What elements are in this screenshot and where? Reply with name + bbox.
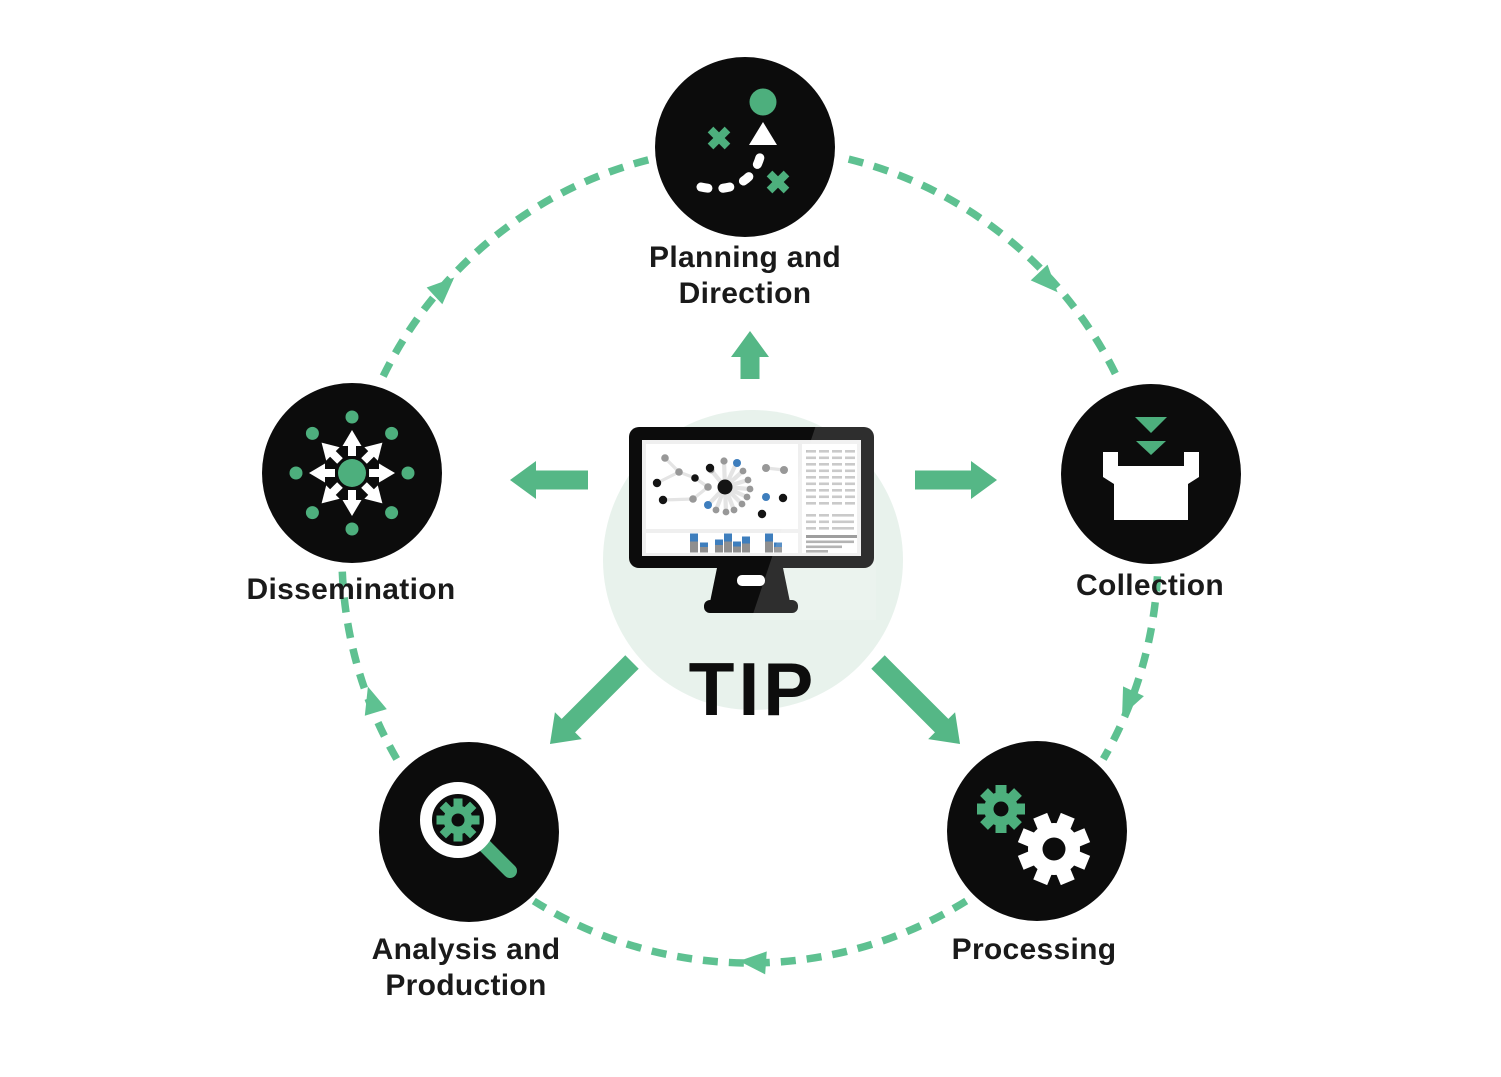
- radiating-arrows-icon: [289, 410, 415, 536]
- data-table-panel: [802, 444, 857, 553]
- processing-node: [947, 741, 1127, 921]
- center-arrows: [510, 331, 997, 745]
- goal-dot: [749, 88, 777, 116]
- collection-node: [1061, 384, 1241, 564]
- arc-dissemination-to-planning: [379, 155, 653, 378]
- dissemination-node: [262, 383, 442, 563]
- arrow-to-dissemination: [510, 461, 588, 499]
- arc-arrowhead: [1030, 264, 1058, 293]
- strategy-route-icon: [696, 88, 790, 194]
- node-circle: [655, 57, 835, 237]
- arc-arrowhead: [1122, 686, 1144, 716]
- arc-processing-to-analysis: [531, 897, 969, 967]
- dissemination-label: Dissemination: [246, 573, 456, 606]
- arc-planning-to-collection: [847, 155, 1124, 385]
- gears-icon: [977, 785, 1091, 886]
- collection-box-icon: [1103, 417, 1199, 520]
- arrow-to-planning: [731, 331, 769, 379]
- processing-label: Processing: [951, 933, 1117, 966]
- arrow-to-analysis: [549, 655, 639, 745]
- cycle-arc-arrowheads: [364, 264, 1144, 975]
- analysis-label: Analysis and Production: [371, 933, 561, 1002]
- arrow-to-processing: [871, 655, 961, 745]
- planning-node: [655, 57, 835, 237]
- arc-arrowhead: [364, 686, 387, 716]
- cycle-arcs: [338, 155, 1162, 967]
- screen-glare: [751, 425, 876, 620]
- hub-dot: [338, 459, 366, 487]
- arc-arrowhead: [426, 277, 455, 305]
- analysis-node: [379, 742, 559, 922]
- monitor-stand-slot: [737, 575, 765, 586]
- graph-nodes-black: [652, 463, 788, 519]
- table-dashes: [806, 450, 857, 553]
- planning-label: Planning and Direction: [649, 241, 841, 310]
- x-mark: [707, 126, 731, 150]
- graph-hub-node: [717, 479, 733, 495]
- arrow-to-collection: [915, 461, 997, 499]
- analytics-monitor-icon: [603, 410, 903, 710]
- magnifier-handle: [478, 839, 517, 878]
- magnifier-gear-icon: [420, 782, 517, 878]
- arc-collection-to-processing: [1100, 576, 1162, 761]
- mini-bar-chart: [690, 533, 782, 553]
- center-title: TIP: [688, 647, 818, 731]
- magnifier-lens: [420, 782, 496, 858]
- collection-label: Collection: [1075, 569, 1225, 602]
- x-mark: [766, 170, 790, 194]
- monitor-stand-base: [704, 600, 798, 613]
- arc-arrowhead: [739, 951, 767, 975]
- graph-nodes-blue: [704, 459, 770, 509]
